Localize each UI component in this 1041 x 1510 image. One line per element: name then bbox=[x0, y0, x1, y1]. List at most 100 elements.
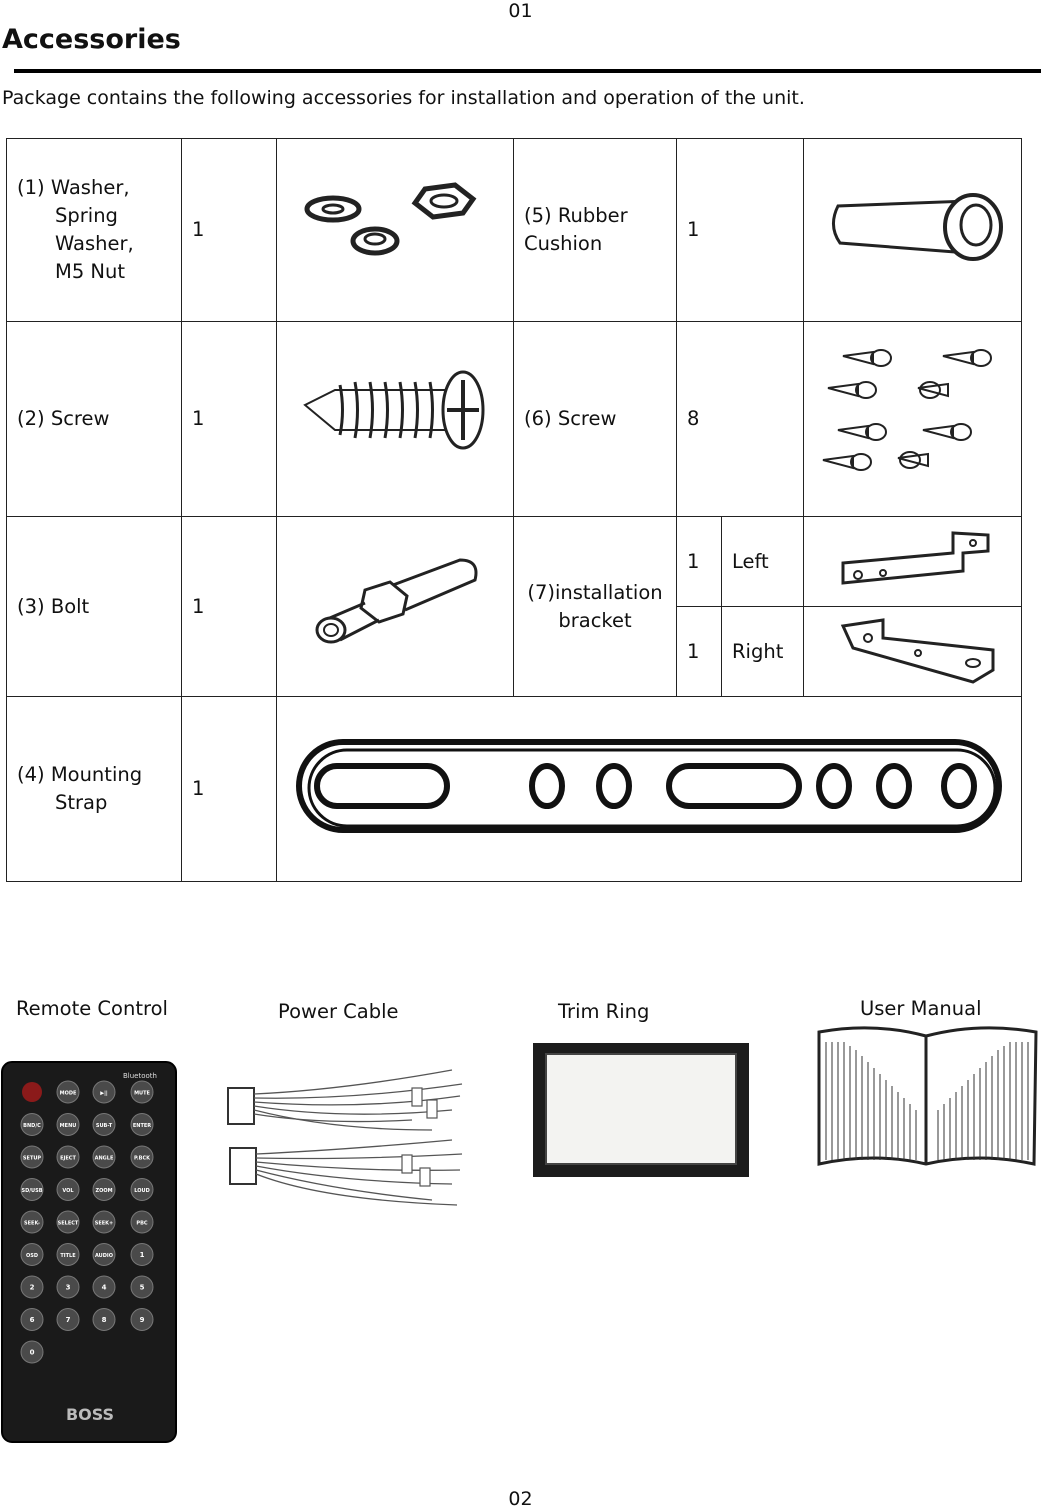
intro-text: Package contains the following accessori… bbox=[2, 87, 805, 109]
remote-button bbox=[130, 1080, 154, 1104]
remote-button bbox=[20, 1210, 44, 1234]
screws-image bbox=[803, 321, 1022, 517]
remote-button-label: SD/USB bbox=[21, 1188, 42, 1194]
remote-button-label: MENU bbox=[60, 1123, 77, 1129]
page-number-bottom: 02 bbox=[508, 1488, 533, 1510]
item-qty: 1 bbox=[181, 138, 277, 322]
right-bracket-image bbox=[803, 606, 1022, 697]
remote-button bbox=[56, 1080, 80, 1104]
remote-button bbox=[20, 1275, 44, 1299]
trim-ring-image bbox=[533, 1043, 749, 1177]
power-cable-label: Power Cable bbox=[278, 1000, 399, 1023]
mounting-strap-image bbox=[276, 696, 1022, 882]
screw-image bbox=[276, 321, 514, 517]
remote-button-label: EJECT bbox=[60, 1156, 76, 1162]
item-name-line: Washer, bbox=[55, 232, 134, 255]
remote-button bbox=[20, 1340, 44, 1364]
remote-button bbox=[92, 1210, 116, 1234]
washer-image bbox=[276, 138, 514, 322]
remote-button-label: P.BCK bbox=[134, 1156, 151, 1162]
item-name-cell: (7)installation bracket bbox=[513, 516, 677, 697]
remote-logo-text: BOSS bbox=[66, 1405, 114, 1424]
table-row: 1 Right bbox=[7, 606, 1022, 697]
remote-button-label: ZOOM bbox=[95, 1188, 112, 1194]
remote-button bbox=[130, 1113, 154, 1136]
remote-button bbox=[56, 1145, 80, 1169]
page-title: Accessories bbox=[2, 24, 181, 55]
power-cable-image bbox=[227, 1069, 463, 1206]
item-qty: 1 bbox=[181, 321, 277, 517]
item-qty: 1 bbox=[181, 516, 277, 697]
remote-button bbox=[20, 1243, 44, 1266]
remote-button-label: LOUD bbox=[134, 1188, 149, 1194]
remote-button-label: 3 bbox=[66, 1284, 71, 1292]
user-manual-label: User Manual bbox=[860, 997, 982, 1020]
item-name-line: M5 Nut bbox=[55, 260, 126, 283]
table-row: (1) Washer, Spring Washer, M5 Nut 1 (5) … bbox=[6, 138, 1022, 322]
remote-button-label: VOL bbox=[62, 1188, 74, 1194]
remote-button bbox=[56, 1178, 80, 1201]
item-name-cell: (4) Mounting Strap bbox=[6, 696, 182, 882]
remote-button-label: ANGLE bbox=[95, 1156, 114, 1162]
remote-button-label: SUB-T bbox=[96, 1123, 113, 1129]
remote-button bbox=[20, 1113, 44, 1136]
remote-button-label: 1 bbox=[140, 1251, 145, 1259]
table-row: (2) Screw 1 (6) Screw 8 bbox=[6, 321, 1022, 517]
item-qty: 1 bbox=[676, 516, 722, 607]
item-qty: 1 bbox=[676, 606, 722, 697]
trim-ring-label: Trim Ring bbox=[558, 1000, 650, 1023]
bracket-side: Right bbox=[721, 606, 804, 697]
remote-button bbox=[56, 1113, 80, 1136]
remote-button-label: 9 bbox=[140, 1316, 145, 1324]
remote-button-label: 8 bbox=[102, 1316, 107, 1324]
remote-button-label: TITLE bbox=[60, 1253, 76, 1259]
bracket-side: Left bbox=[721, 516, 804, 607]
remote-button-label: 5 bbox=[140, 1284, 145, 1292]
remote-button-label: SETUP bbox=[23, 1156, 41, 1162]
item-qty: 1 bbox=[676, 138, 804, 322]
remote-button-label: 0 bbox=[30, 1349, 35, 1357]
remote-button bbox=[92, 1178, 116, 1201]
remote-button-label: SEEK- bbox=[24, 1221, 40, 1227]
remote-button-label: 7 bbox=[66, 1316, 71, 1324]
item-name-line: bracket bbox=[558, 608, 632, 632]
remote-button bbox=[92, 1275, 116, 1299]
remote-button bbox=[56, 1243, 80, 1266]
remote-control-label: Remote Control bbox=[16, 997, 168, 1020]
remote-button-label: PBC bbox=[136, 1221, 147, 1227]
remote-button-label: SELECT bbox=[58, 1221, 79, 1227]
left-bracket-image bbox=[803, 516, 1022, 607]
remote-button bbox=[92, 1080, 116, 1104]
remote-button-label: 4 bbox=[102, 1284, 107, 1292]
rubber-cushion-image bbox=[803, 138, 1022, 322]
remote-button bbox=[56, 1275, 80, 1299]
remote-button bbox=[130, 1145, 154, 1169]
remote-button-label: OSD bbox=[26, 1253, 38, 1259]
table-row: (3) Bolt 1 (7)installation bracket 1 Lef… bbox=[6, 516, 1022, 697]
remote-button bbox=[130, 1308, 154, 1331]
item-name-cell: (5) Rubber Cushion bbox=[513, 138, 677, 322]
remote-button-label: MUTE bbox=[134, 1091, 150, 1097]
remote-button-label: AUDIO bbox=[95, 1253, 113, 1259]
accessories-table: (1) Washer, Spring Washer, M5 Nut 1 (5) … bbox=[6, 138, 1022, 882]
item-name: (3) Bolt bbox=[6, 516, 182, 697]
item-name-line: Cushion bbox=[524, 232, 603, 255]
remote-button-label: BND/C bbox=[23, 1123, 41, 1129]
remote-button bbox=[92, 1308, 116, 1331]
remote-button bbox=[56, 1210, 80, 1234]
item-name: (6) Screw bbox=[513, 321, 677, 517]
item-name-line: Spring bbox=[55, 204, 118, 227]
remote-button-label: 6 bbox=[30, 1316, 35, 1324]
item-name: (7)installation bbox=[527, 580, 663, 604]
bolt-image bbox=[276, 516, 514, 697]
remote-button bbox=[20, 1145, 44, 1169]
page-number-top: 01 bbox=[508, 0, 533, 22]
title-rule bbox=[14, 69, 1041, 73]
remote-button-label: 2 bbox=[30, 1284, 35, 1292]
remote-button bbox=[92, 1113, 116, 1136]
remote-button-label: ENTER bbox=[133, 1123, 151, 1129]
item-qty: 1 bbox=[181, 696, 277, 882]
item-name: (1) Washer, bbox=[17, 176, 130, 199]
remote-button bbox=[92, 1243, 116, 1266]
